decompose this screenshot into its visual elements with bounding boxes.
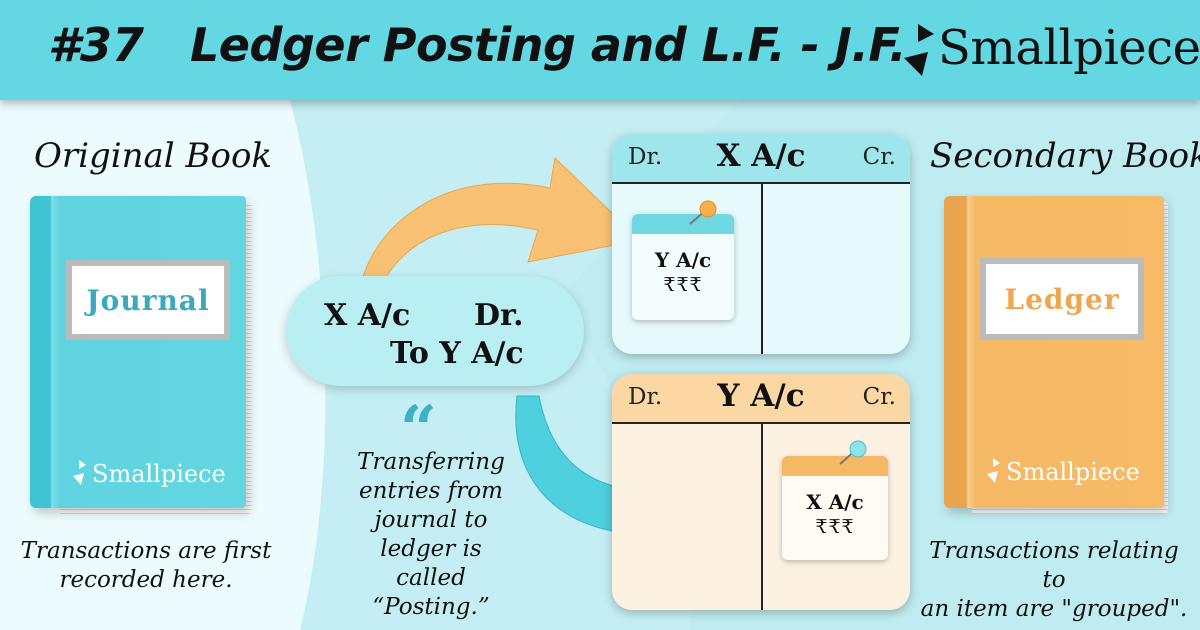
pin-icon	[839, 440, 867, 465]
brand-logo-icon	[904, 24, 934, 76]
note-x-amount: ₹₹₹	[815, 516, 855, 538]
journal-entry-pill: X A/c Dr. To Y A/c	[286, 276, 584, 386]
secondary-book-heading: Secondary Book	[930, 136, 1200, 176]
pin-icon	[689, 200, 717, 225]
original-book-caption: Transactions are first recorded here.	[20, 538, 272, 593]
ledger-brand: Smallpiece	[1006, 458, 1140, 486]
quote-icon: “	[400, 392, 437, 467]
ledger-book: Ledger Smallpiece	[944, 196, 1164, 508]
sticky-note-y: Y A/c ₹₹₹	[632, 214, 734, 320]
journal-book: Journal Smallpiece	[30, 196, 246, 508]
account-y-dr: Dr.	[628, 384, 663, 410]
header-bar	[0, 0, 1200, 100]
sticky-note-x: X A/c ₹₹₹	[782, 456, 888, 560]
account-y-name: Y A/c	[717, 378, 805, 414]
ledger-label: Ledger	[986, 264, 1138, 334]
ledger-account-y: Dr. Y A/c Cr. X A/c ₹₹₹	[612, 374, 910, 610]
account-y-cr: Cr.	[862, 384, 896, 410]
account-x-name: X A/c	[716, 138, 806, 174]
book-logo-icon	[73, 460, 86, 485]
entry-debit-account: X A/c	[324, 298, 411, 333]
arrow-to-x-account-icon	[359, 156, 642, 291]
note-y-amount: ₹₹₹	[663, 274, 703, 296]
entry-debit-marker: Dr.	[474, 298, 524, 333]
ledger-account-x: Dr. X A/c Cr. Y A/c ₹₹₹	[612, 134, 910, 354]
page-title: Ledger Posting and L.F. - J.F.	[190, 18, 907, 72]
account-x-cr: Cr.	[862, 144, 896, 170]
posting-definition: Transferring entries from journal to led…	[357, 449, 505, 620]
brand-name: Smallpiece	[938, 20, 1200, 76]
note-y-account: Y A/c	[654, 248, 712, 272]
note-x-account: X A/c	[806, 490, 864, 514]
episode-number: #37	[48, 18, 145, 72]
journal-label: Journal	[72, 266, 224, 334]
original-book-heading: Original Book	[34, 136, 273, 176]
secondary-book-caption: Transactions relating to an item are "gr…	[920, 538, 1188, 622]
journal-brand: Smallpiece	[92, 460, 226, 488]
entry-credit-line: To Y A/c	[390, 336, 524, 371]
account-x-dr: Dr.	[628, 144, 663, 170]
book-logo-icon	[987, 458, 1000, 483]
